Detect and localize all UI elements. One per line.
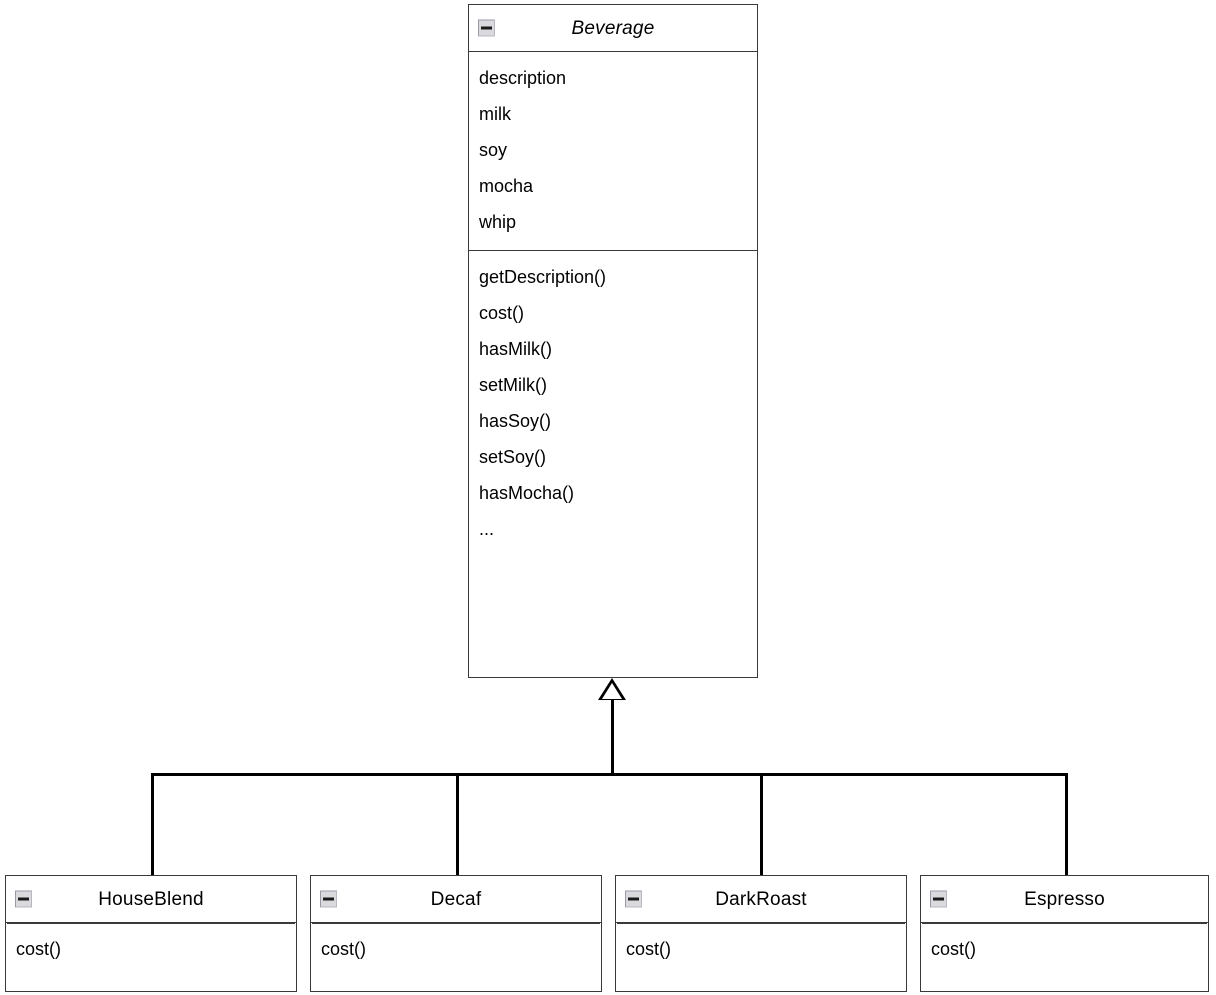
operations-compartment-beverage: getDescription() cost() hasMilk() setMilk()…: [469, 250, 757, 557]
class-header-beverage: Beverage: [469, 5, 757, 52]
operation-item: hasSoy(): [479, 411, 552, 431]
generalization-drop-decaf: [456, 773, 459, 876]
triangle-fill: [602, 683, 622, 699]
class-name-darkroast: DarkRoast: [715, 888, 807, 910]
operation-item: getDescription(): [479, 267, 607, 287]
operation-item: hasMilk(): [479, 339, 553, 359]
collapse-minus-icon[interactable]: [930, 890, 947, 908]
uml-class-houseblend[interactable]: HouseBlend cost(): [5, 875, 297, 992]
generalization-drop-darkroast: [760, 773, 763, 876]
inheritance-triangle-icon: [598, 678, 626, 700]
operation-item: setMilk(): [479, 375, 547, 395]
operation-item: cost(): [321, 939, 366, 959]
operation-item: cost(): [16, 939, 61, 959]
operation-item: setSoy(): [479, 447, 547, 467]
class-name-decaf: Decaf: [430, 888, 482, 910]
collapse-minus-icon[interactable]: [320, 890, 337, 908]
class-header-houseblend: HouseBlend: [6, 876, 296, 923]
class-header-darkroast: DarkRoast: [616, 876, 906, 923]
attribute-item: mocha: [479, 176, 534, 196]
attribute-item: whip: [479, 212, 517, 232]
operations-compartment-darkroast: cost(): [616, 923, 906, 977]
class-name-houseblend: HouseBlend: [98, 888, 204, 910]
operation-item: cost(): [626, 939, 671, 959]
attribute-item: milk: [479, 104, 511, 124]
attribute-item: soy: [479, 140, 508, 160]
uml-class-decaf[interactable]: Decaf cost(): [310, 875, 602, 992]
collapse-minus-icon[interactable]: [478, 19, 495, 37]
operations-compartment-espresso: cost(): [921, 923, 1208, 977]
collapse-minus-icon[interactable]: [625, 890, 642, 908]
class-name-espresso: Espresso: [1024, 888, 1105, 910]
generalization-bus-line: [151, 773, 1068, 776]
uml-class-darkroast[interactable]: DarkRoast cost(): [615, 875, 907, 992]
uml-class-espresso[interactable]: Espresso cost(): [920, 875, 1209, 992]
class-name-beverage: Beverage: [571, 17, 655, 39]
operation-item: hasMocha(): [479, 483, 575, 503]
class-header-decaf: Decaf: [311, 876, 601, 923]
attributes-compartment-beverage: description milk soy mocha whip: [469, 52, 757, 250]
operation-item: ...: [479, 519, 495, 539]
collapse-minus-icon[interactable]: [15, 890, 32, 908]
attribute-item: description: [479, 68, 567, 88]
generalization-trunk-line: [611, 699, 614, 775]
operations-compartment-decaf: cost(): [311, 923, 601, 977]
generalization-drop-espresso: [1065, 773, 1068, 876]
operations-compartment-houseblend: cost(): [6, 923, 296, 977]
operation-item: cost(): [479, 303, 524, 323]
operation-item: cost(): [931, 939, 976, 959]
uml-class-beverage[interactable]: Beverage description milk soy mocha whip get…: [468, 4, 758, 678]
class-header-espresso: Espresso: [921, 876, 1208, 923]
generalization-drop-houseblend: [151, 773, 154, 876]
